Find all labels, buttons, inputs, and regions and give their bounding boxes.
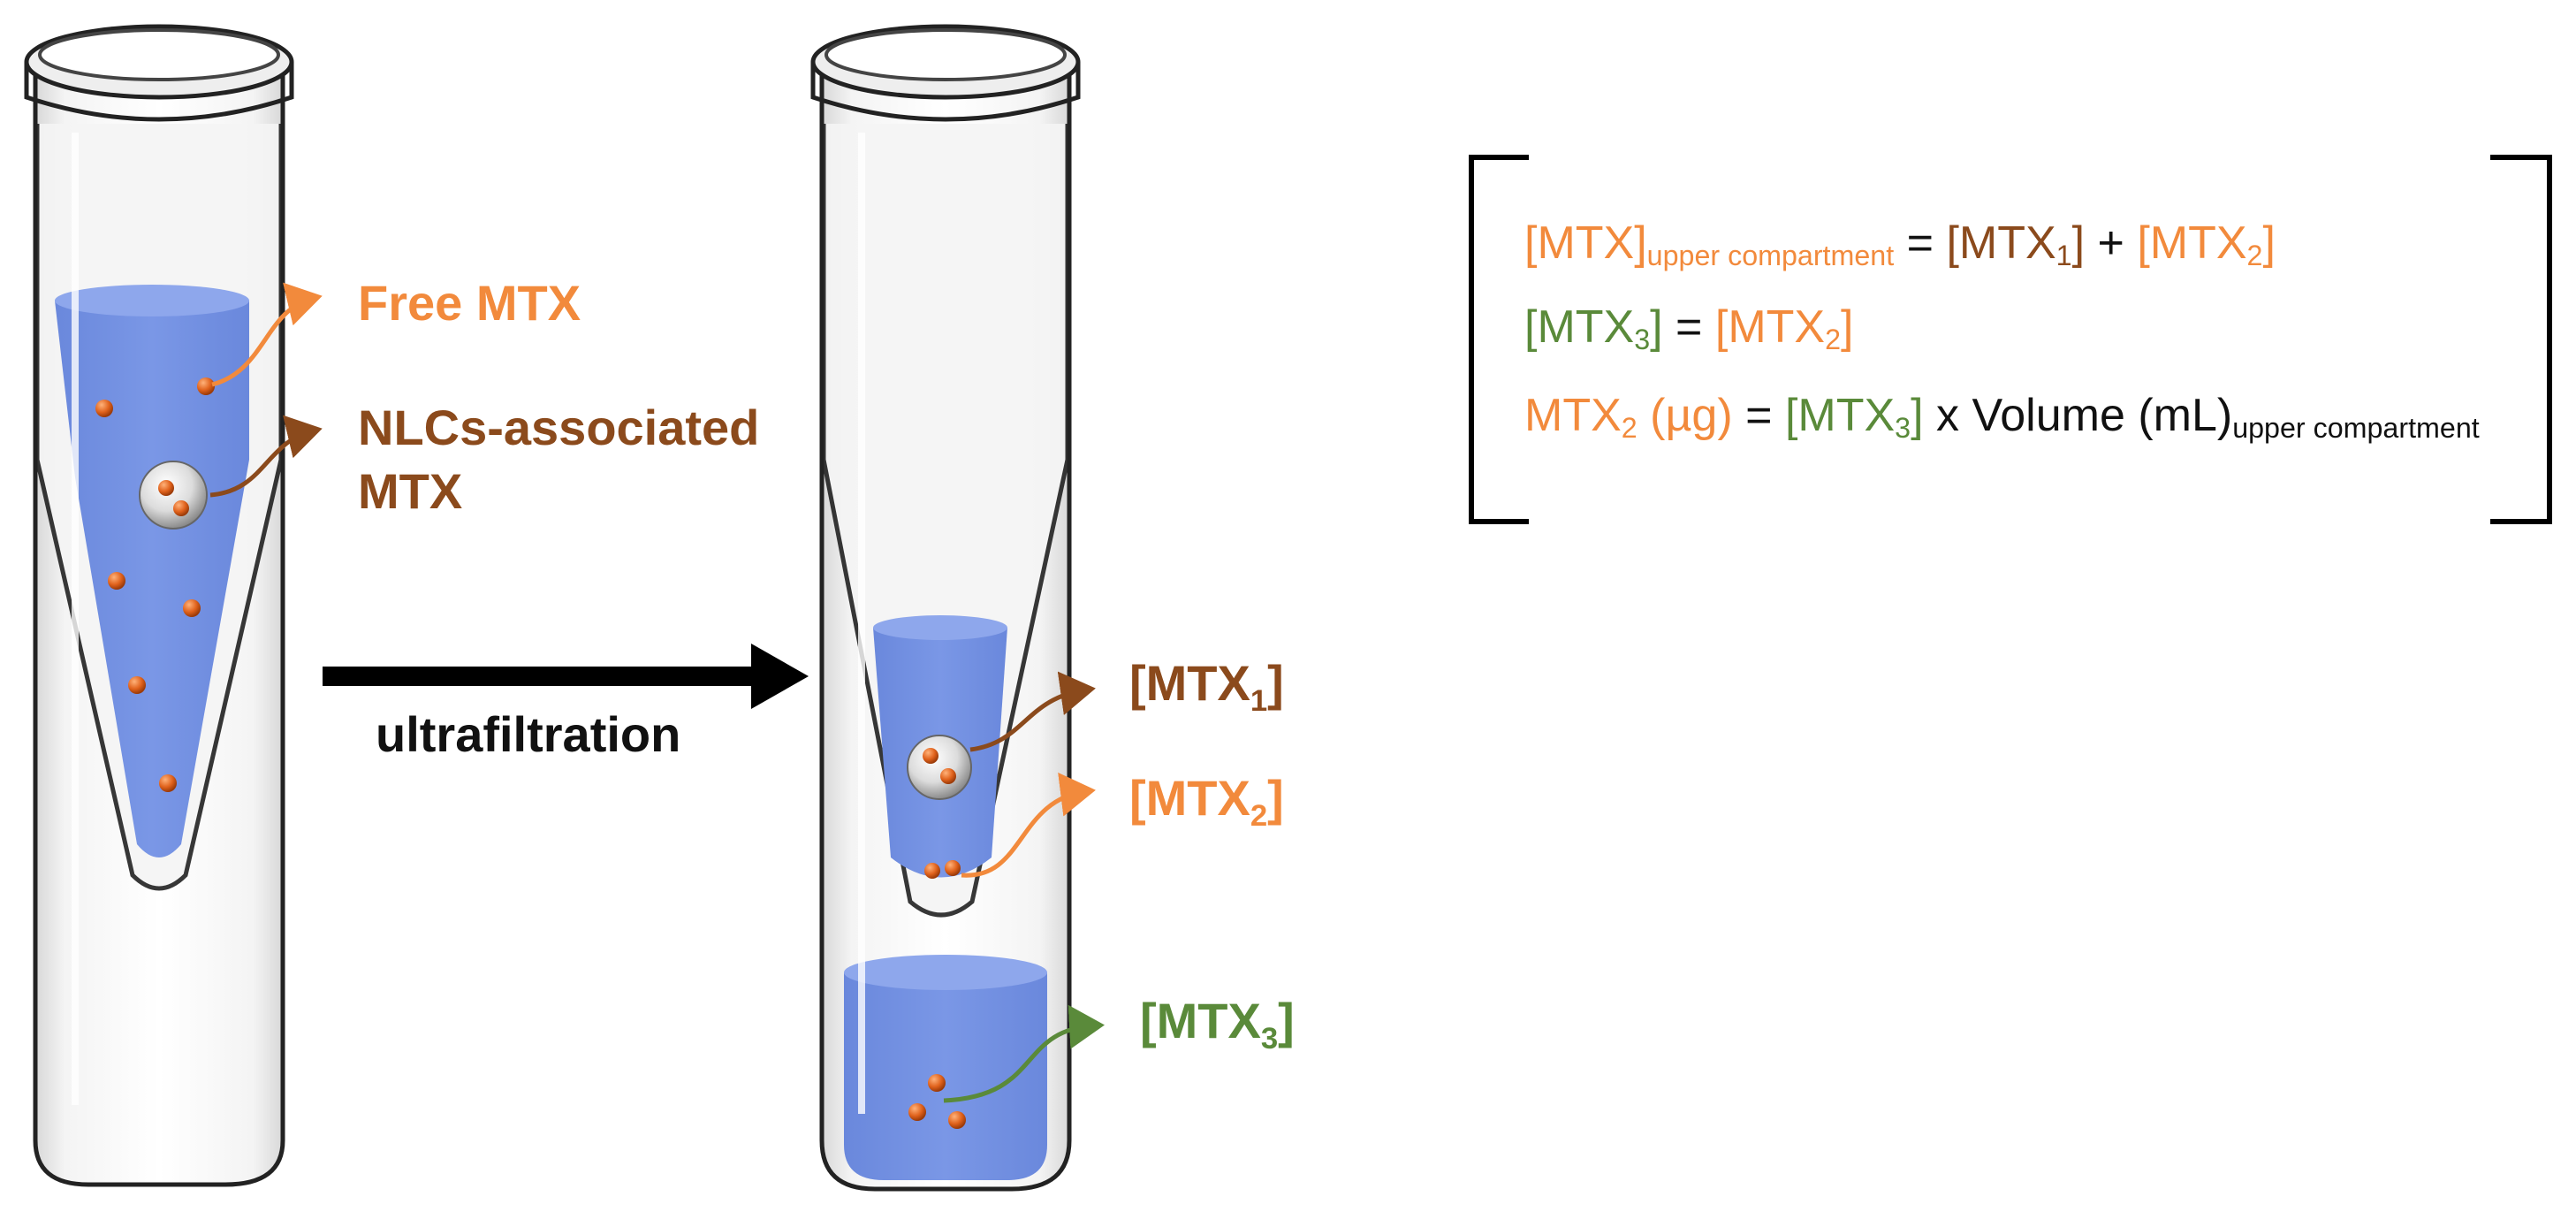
- free-mtx-particle: [159, 774, 177, 792]
- mtx2-label: [MTX2]: [1129, 770, 1284, 834]
- free-mtx-particles-left: [95, 377, 215, 792]
- free-mtx-particle: [128, 676, 146, 694]
- right-tube: [810, 24, 1081, 1192]
- free-mtx-particle: [183, 599, 201, 617]
- ultrafiltration-arrow: [323, 644, 809, 709]
- filtrate-liquid: [844, 972, 1047, 1180]
- equation-line-2: [MTX3] = [MTX2]: [1524, 301, 1854, 356]
- eq1-mtx1: [MTX1]: [1946, 217, 2086, 272]
- nlc-associated-label: NLCs-associated MTX: [358, 396, 759, 523]
- mtx3-arrow: [943, 1004, 1105, 1103]
- free-mtx-particle: [108, 572, 125, 590]
- mtx1-arrow: [969, 671, 1096, 752]
- left-liquid: [55, 301, 249, 857]
- equation-line-1: [MTX]upper compartment = [MTX1] + [MTX2]: [1524, 217, 2276, 272]
- left-tube: [24, 24, 294, 1187]
- eq2-mtx2: [MTX2]: [1714, 301, 1854, 356]
- eq3-volume: x Volume (mL)upper compartment: [1923, 390, 2480, 445]
- nlc-arrow: [209, 415, 323, 498]
- nlc-particle-right: [907, 735, 972, 800]
- free-mtx-particle: [95, 400, 113, 417]
- equation-line-3: MTX2 (µg) = [MTX3] x Volume (mL)upper co…: [1524, 390, 2480, 445]
- nlc-label-line1: NLCs-associated: [358, 400, 760, 455]
- eq1-upper-total: [MTX]upper compartment: [1524, 217, 1895, 272]
- free-mtx-label: Free MTX: [358, 274, 581, 332]
- mtx2-arrow: [961, 772, 1096, 878]
- ultrafiltration-text: ultrafiltration: [376, 706, 681, 762]
- free-mtx-particles-filtrate: [908, 1074, 966, 1129]
- nlc-label-line2: MTX: [358, 463, 463, 519]
- eq1-mtx2: [MTX2]: [2137, 217, 2276, 272]
- mtx1-label: [MTX1]: [1129, 655, 1284, 719]
- free-mtx-particle: [197, 377, 215, 395]
- ultrafiltration-label: ultrafiltration: [376, 705, 680, 763]
- free-mtx-particles-upper: [924, 860, 961, 879]
- eq3-mtx3: [MTX3]: [1784, 390, 1924, 445]
- free-mtx-text: Free MTX: [358, 275, 581, 331]
- eq3-mtx2-mass: MTX2 (µg): [1524, 390, 1733, 445]
- equation-bracket-right: [2490, 155, 2552, 524]
- equation-bracket-left: [1469, 155, 1529, 524]
- nlc-particle-left: [139, 461, 208, 530]
- eq2-mtx3: [MTX3]: [1524, 301, 1663, 356]
- mtx3-label: [MTX3]: [1140, 993, 1295, 1056]
- free-mtx-arrow: [211, 282, 323, 387]
